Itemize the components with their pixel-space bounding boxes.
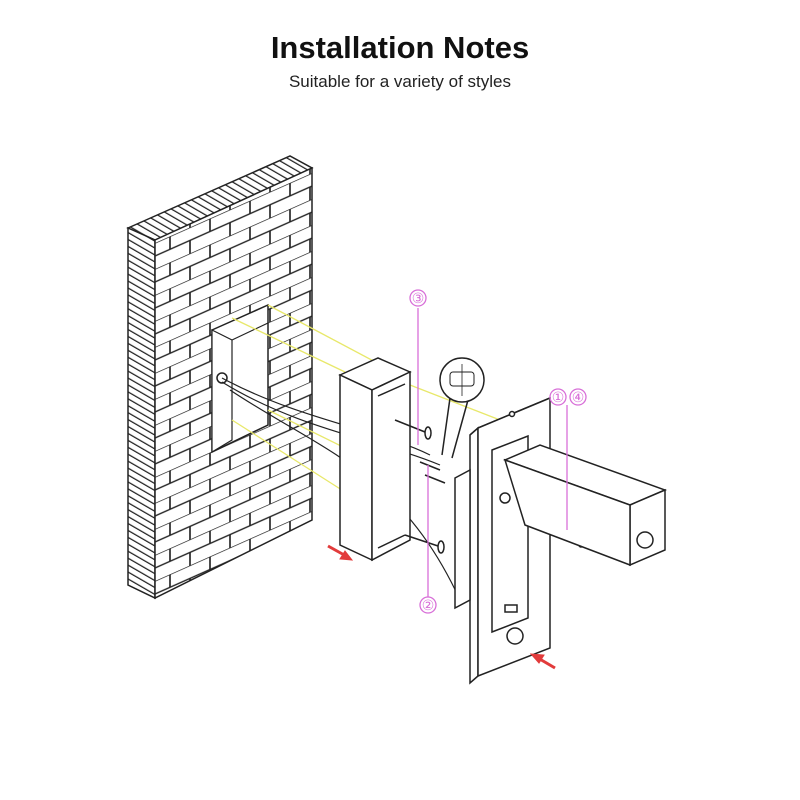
camera-icon: [499, 492, 511, 504]
back-box: [338, 357, 412, 562]
direction-arrows: [327, 544, 556, 670]
part-markers: [409, 289, 587, 614]
marker-1: ①: [552, 390, 565, 406]
marker-3: ③: [412, 291, 425, 307]
screw-icon: [394, 419, 426, 433]
marker-4: ④: [572, 390, 585, 406]
connector-detail-callout: [439, 357, 485, 459]
brick-wall: [126, 155, 314, 600]
marker-2: ②: [422, 598, 435, 614]
door-station-panel: [454, 396, 551, 685]
screw-icon: [404, 534, 439, 547]
page-title: Installation Notes: [270, 30, 530, 65]
page-subtitle: Suitable for a variety of styles: [288, 72, 512, 91]
button-icon: [506, 627, 524, 645]
